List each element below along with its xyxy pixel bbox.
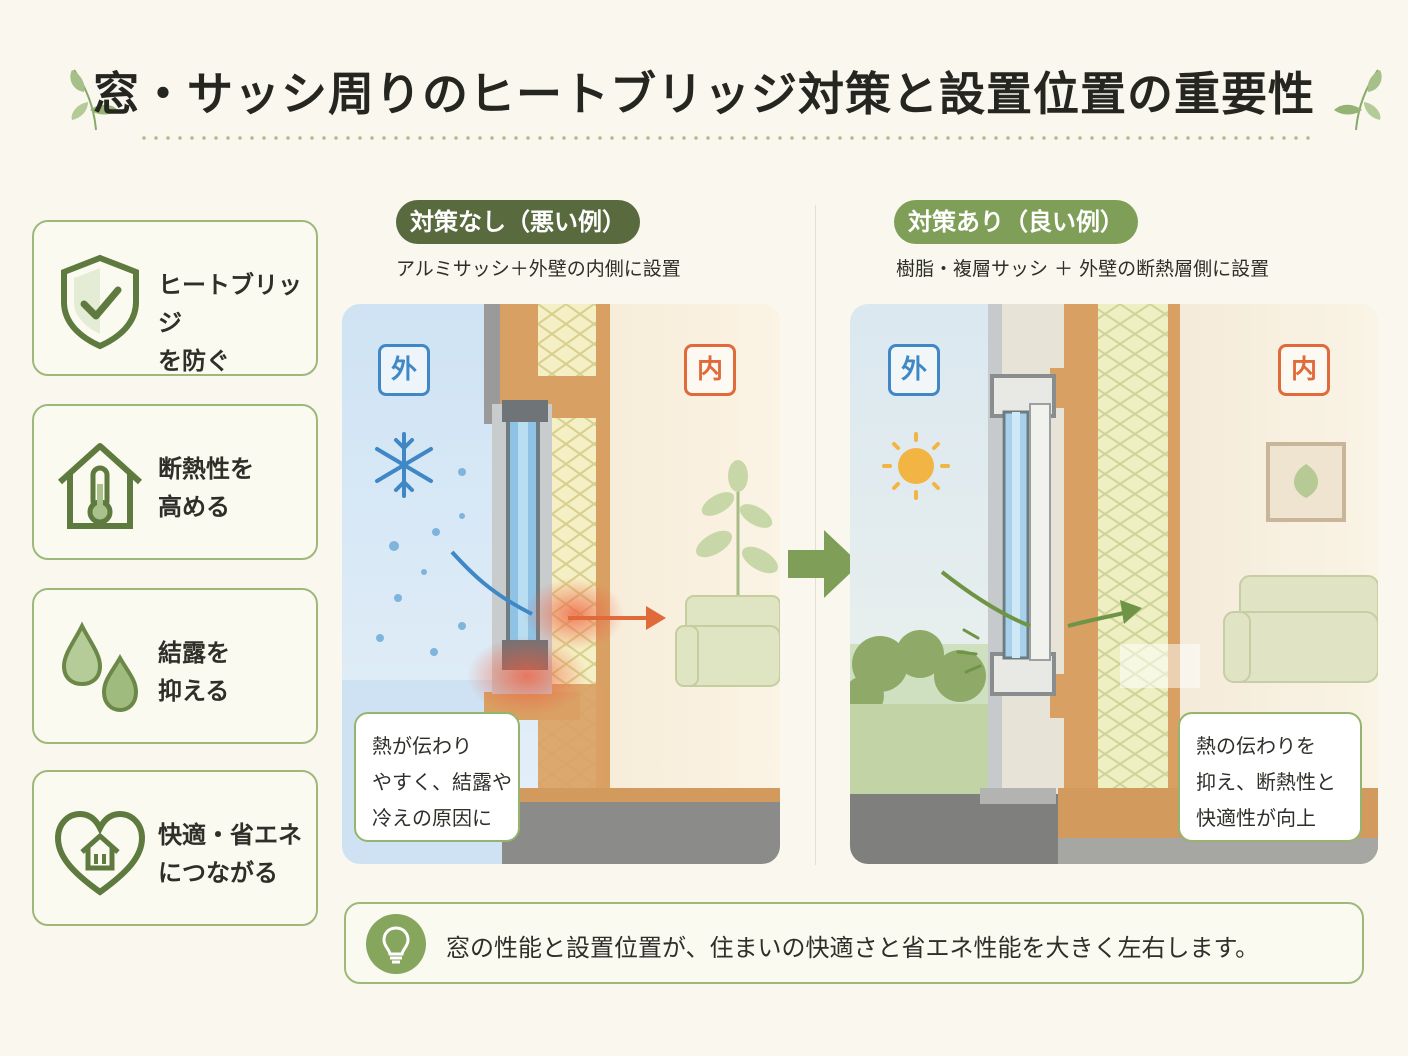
plant-icon — [695, 460, 779, 604]
title-divider — [138, 136, 1318, 140]
sofa-icon — [675, 595, 780, 687]
good-example-subtitle: 樹脂・複層サッシ ＋ 外壁の断熱層側に設置 — [896, 258, 1270, 280]
benefit-label: ヒートブリッジ を防ぐ — [158, 271, 302, 375]
sofa-icon — [1223, 575, 1378, 683]
benefit-card-prevent-heat-bridge: ヒートブリッジ を防ぐ — [32, 220, 318, 376]
benefit-label: 断熱性を 高める — [158, 455, 254, 521]
snowflake-icon — [375, 432, 433, 498]
water-drops-icon — [61, 621, 139, 713]
benefit-card-condensation: 結露を 抑える — [32, 588, 318, 744]
outside-label: 外 — [378, 344, 430, 396]
benefit-card-comfort: 快適・省エネ につながる — [32, 770, 318, 926]
bad-example-callout: 熱が伝わり やすく、結露や 冷えの原因に — [354, 712, 520, 842]
summary-text: 窓の性能と設置位置が、住まいの快適さと省エネ性能を大きく左右します。 — [446, 934, 1260, 962]
good-example-callout: 熱の伝わりを 抑え、断熱性と 快適性が向上 — [1178, 712, 1362, 842]
good-example-diagram — [850, 304, 1378, 864]
summary-banner: 窓の性能と設置位置が、住まいの快適さと省エネ性能を大きく左右します。 — [344, 902, 1364, 984]
inside-label: 内 — [684, 344, 736, 396]
inside-label: 内 — [1278, 344, 1330, 396]
section-divider — [815, 205, 816, 865]
bad-example-diagram — [342, 304, 780, 864]
house-thermometer-icon — [57, 443, 143, 529]
outside-label: 外 — [888, 344, 940, 396]
shield-check-icon — [61, 254, 139, 350]
sun-icon — [882, 432, 950, 500]
page-title: 窓・サッシ周りのヒートブリッジ対策と設置位置の重要性 — [93, 67, 1315, 121]
benefit-label: 結露を 抑える — [158, 639, 230, 705]
transition-arrow-icon — [788, 530, 860, 598]
heart-house-icon — [54, 810, 146, 896]
benefit-label: 快適・省エネ につながる — [158, 821, 302, 887]
benefit-card-insulation: 断熱性を 高める — [32, 404, 318, 560]
bad-example-pill: 対策なし（悪い例） — [396, 200, 640, 244]
bad-example-subtitle: アルミサッシ＋外壁の内側に設置 — [396, 258, 681, 280]
picture-frame-icon — [1266, 442, 1346, 522]
leaf-decoration-icon — [1334, 69, 1382, 131]
lightbulb-icon — [366, 914, 426, 974]
good-example-pill: 対策あり（良い例） — [894, 200, 1138, 244]
leaf-decoration-icon — [70, 69, 118, 131]
